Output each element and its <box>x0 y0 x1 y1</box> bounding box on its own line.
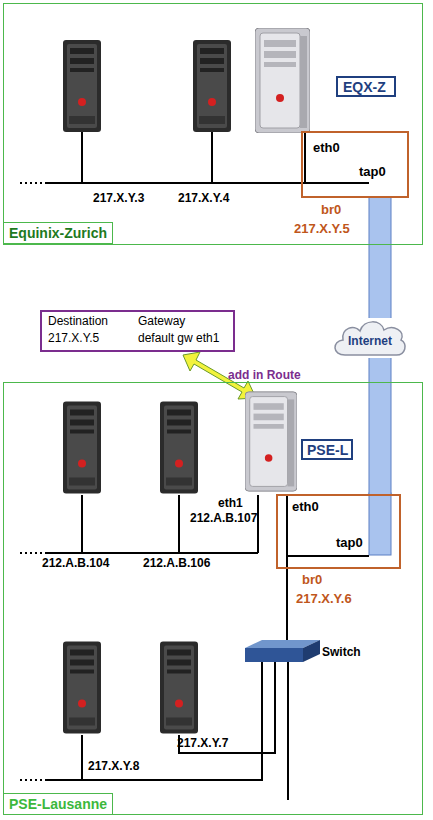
dotted-bus <box>20 552 45 554</box>
node-text: br0 <box>302 573 322 588</box>
host-wire <box>81 132 83 183</box>
ip-label: 212.A.B.107 <box>190 512 257 526</box>
node-text: eth0 <box>313 141 340 156</box>
node-text: 217.X.Y.5 <box>294 222 350 237</box>
site-region: Equinix-Zurich EQX-Z eth0 tap0 br0 217.X.Y.5 <box>3 3 423 245</box>
tunnel-end <box>369 493 391 555</box>
switch-icon <box>245 648 303 662</box>
ip-label: 217.X.Y.7 <box>177 737 228 751</box>
switch-wire <box>287 662 289 800</box>
host-wire <box>211 132 213 183</box>
node-text: default gw eth1 <box>138 332 219 346</box>
internet-cloud: Internet <box>330 318 408 358</box>
ip-label: eth1 <box>218 497 243 511</box>
server-icon <box>63 402 101 494</box>
site-region: PSE-Lausanne PSE-L eth0 tap0 br0 217.X.Y.6 <box>3 382 423 815</box>
cloud-outline <box>335 322 405 355</box>
bridge-box: eth0tap0br0217.X.Y.5 <box>301 131 409 198</box>
node-text: PSE-L <box>307 442 348 458</box>
server-icon <box>193 40 231 132</box>
eth0-wire <box>304 133 306 183</box>
ip-label: 212.A.B.106 <box>143 557 210 571</box>
host-wire <box>178 495 180 553</box>
node-text: Internet <box>348 335 392 349</box>
ip-label: 217.X.Y.3 <box>93 192 144 206</box>
node-text: tap0 <box>359 165 386 180</box>
node-text: PSE-Lausanne <box>3 793 113 815</box>
tunnel-outline <box>369 358 392 494</box>
server-icon <box>160 402 198 494</box>
host-label: PSE-L <box>301 439 353 460</box>
ip-label: Switch <box>322 646 361 660</box>
switch-icon <box>303 640 320 662</box>
tunnel-pipe <box>380 198 381 318</box>
dotted-bus <box>20 779 45 781</box>
dotted-bus <box>20 182 45 184</box>
server-icon <box>160 642 198 734</box>
ip-label: 212.A.B.104 <box>42 557 109 571</box>
node-text: br0 <box>321 203 341 218</box>
route-table: Destination Gateway 217.X.Y.5 default gw et… <box>40 310 235 352</box>
bridge-box: eth0tap0br0217.X.Y.6 <box>276 494 401 569</box>
ip-label: add in Route <box>228 369 301 383</box>
host-wire <box>81 735 83 780</box>
host-wire <box>81 495 83 553</box>
eth0-wire <box>286 495 288 645</box>
host-label: EQX-Z <box>336 76 396 97</box>
ip-label: 217.X.Y.8 <box>88 760 139 774</box>
node-text: eth0 <box>292 500 319 515</box>
server-icon <box>63 642 101 734</box>
node-text: Equinix-Zurich <box>3 222 113 244</box>
ip-label: 217.X.Y.4 <box>178 192 229 206</box>
node-text: tap0 <box>336 536 363 551</box>
tunnel-fill <box>370 198 391 318</box>
node-text: EQX-Z <box>343 79 386 95</box>
node-text: Destination <box>48 315 108 329</box>
node-text: Gateway <box>138 315 185 329</box>
node-text: 217.X.Y.5 <box>48 332 99 346</box>
tunnel-pipe <box>380 358 381 494</box>
gateway-server-icon <box>245 392 297 491</box>
lan-bus <box>45 552 258 554</box>
tap0-wire <box>287 555 369 557</box>
gateway-server-icon <box>255 28 310 133</box>
server-icon <box>63 40 101 132</box>
tunnel-outline <box>369 198 392 318</box>
lan-bus <box>45 182 369 184</box>
tunnel-fill <box>370 358 391 494</box>
node-text: 217.X.Y.6 <box>296 592 352 607</box>
